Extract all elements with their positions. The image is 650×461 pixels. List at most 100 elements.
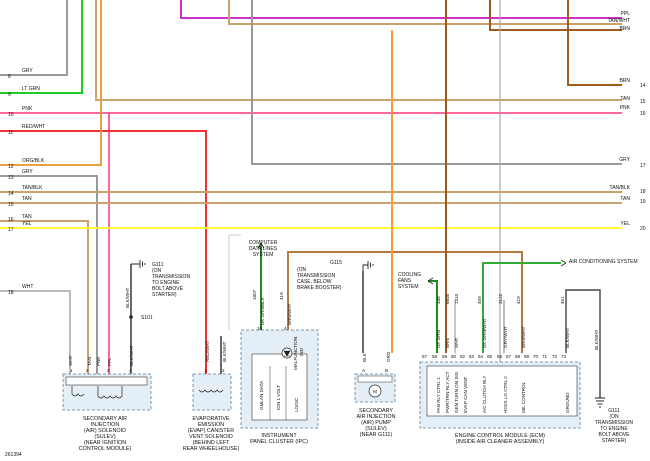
ground-label: TO ENGINE [600, 426, 628, 432]
wire-label: LT GRN [22, 86, 40, 92]
wire-label: GRY/WHT [503, 326, 508, 348]
ground-label: G111 [152, 262, 164, 268]
wire-label: BLK/WHT [565, 327, 570, 348]
component-caption: INSTRUMENT [261, 433, 297, 439]
module-label: HO2S LO CTRL 2 [503, 376, 508, 413]
module-label: GMLAN DATA [259, 380, 264, 410]
circuit-number: 6605 [445, 293, 450, 304]
wire-pin: 16 [8, 217, 14, 223]
pin-number: 4 [129, 368, 132, 373]
wire-blkwht-ecm [565, 289, 601, 398]
wire-label: ORG [386, 351, 391, 362]
wire-label: RED/WHT [22, 124, 45, 130]
circuit-number: 459 [477, 296, 482, 304]
component-caption: (NEAR G111) [360, 432, 393, 438]
component-caption: EMISSION [198, 422, 224, 428]
component-caption: PANEL CLUSTER (IPC) [250, 439, 308, 445]
wire-brn-right [567, 0, 622, 86]
module-label: MALFUNCTION [293, 337, 298, 370]
ground-label: (ON [297, 267, 307, 273]
diode-icon [283, 350, 291, 357]
ground-label: TRANSMISSION [595, 420, 633, 426]
wire-label: DK GRN/WHT [482, 318, 487, 348]
pin-number: 3 [107, 368, 110, 373]
sair-solenoid: 1 2 3 4 WHT TAN PNK PPL BLK/WHT SECONDAR… [62, 345, 152, 452]
wire-pin: 17 [8, 227, 14, 233]
component-caption: EVAPORATIVE [192, 416, 230, 422]
wire-brn-top [489, 0, 622, 31]
pin-number: 73 [561, 354, 567, 359]
circuit-number: 419 [516, 296, 521, 304]
wire-label: ORG/BLK [22, 158, 45, 164]
wire-gry-13 [0, 175, 98, 374]
wire-tan-16 [0, 220, 89, 374]
pin-number: 65 [487, 354, 493, 359]
engine-control-module: 57 58 59 60 62 63 64 65 66 67 68 69 70 7… [419, 293, 581, 445]
pin-number: A [362, 368, 366, 373]
wire-label: BLK/WHT [594, 329, 599, 350]
ground-label: (ON [152, 268, 162, 274]
pin-number: 2 [222, 368, 225, 373]
component-caption: (SULEV) [94, 434, 115, 440]
wire-label: DK GRN/BLK [260, 296, 265, 325]
component-caption: ENGINE CONTROL MODULE (ECM) [455, 433, 545, 439]
ground-g111-bottom: BLK/WHT G111 (ON TRANSMISSION TO ENGINE … [594, 329, 633, 444]
wire-pin: 8 [8, 74, 11, 80]
bracket [228, 234, 241, 330]
wire-label: GRY [22, 68, 33, 74]
module-label: GROUND [565, 392, 570, 413]
module-label: FAN RLY CTRL 1 [436, 377, 441, 413]
wire-label: BRN/WHT [287, 303, 292, 325]
computer-data-note: COMPUTER DATA LINES SYSTEM [228, 234, 278, 330]
pin-number: 58 [432, 354, 438, 359]
top-right-labels: PPL TAN/WHT BRN BRN 14 TAN 15 PNK 16 GRY… [608, 11, 646, 232]
wires [0, 0, 622, 398]
splice-label: S101 [141, 315, 153, 321]
module-inner [426, 365, 578, 417]
pin-number: 2 [86, 368, 89, 373]
pin-number: 69 [524, 354, 530, 359]
wire-pin: 11 [8, 130, 13, 136]
wire-label: PNK [22, 106, 33, 112]
wire-label: BLK/WHT [222, 341, 227, 362]
wire-pin: 14 [640, 83, 646, 89]
ground-icon [131, 260, 146, 268]
connector-shell [65, 376, 148, 386]
wire-label: BRN [619, 26, 630, 32]
wire-pin: 15 [8, 202, 14, 208]
pin-number: 72 [552, 354, 558, 359]
note-text: SYSTEM [253, 252, 274, 258]
module-inner [251, 353, 308, 421]
note-text: COOLING [398, 272, 421, 278]
wire-label: WHT [68, 355, 73, 366]
wire-label: PNK [96, 356, 101, 366]
ground-label: CASE, BELOW [297, 279, 332, 285]
wire-pin: 18 [640, 189, 646, 195]
circuit-number: 451 [560, 296, 565, 304]
ground-label: (ON [609, 414, 619, 420]
arrow-icon [427, 277, 434, 285]
ground-g111-top: G111 (ON TRANSMISSION TO ENGINE BOLT ABO… [125, 260, 190, 321]
wire-pin: 12 [8, 164, 14, 170]
circuit-number: 335 [436, 296, 441, 304]
wire-label: TAN [22, 214, 32, 220]
pin-number: 70 [533, 354, 539, 359]
component-caption: (AIR) SOLENOID [84, 428, 126, 434]
wire-label: BLK/WHT [125, 287, 130, 308]
pin-number: 63 [469, 354, 475, 359]
wire-pin: 17 [640, 163, 646, 169]
wire-label: TAN [22, 196, 32, 202]
circuit-number: 3122 [498, 293, 503, 304]
module-label: PWR/TRN RLY ACT [445, 371, 450, 413]
wire-ltgrn-9 [0, 0, 83, 94]
module-label: LOGIC [294, 397, 299, 412]
component-caption: (NEAR IGNITION [84, 440, 126, 446]
module-label: IGN 1 VOLT [276, 385, 281, 410]
pin-number: 66 [497, 354, 503, 359]
instrument-panel-cluster: 10 4 DK GRN/BLK BRN/WHT 1807 419 MALFUNC… [240, 289, 319, 445]
note-text: DATA LINES [249, 246, 278, 252]
ground-label: BOLT ABOVE [599, 432, 631, 438]
diagram-id: 261394 [5, 452, 22, 458]
ground-label: TRANSMISSION [152, 274, 190, 280]
